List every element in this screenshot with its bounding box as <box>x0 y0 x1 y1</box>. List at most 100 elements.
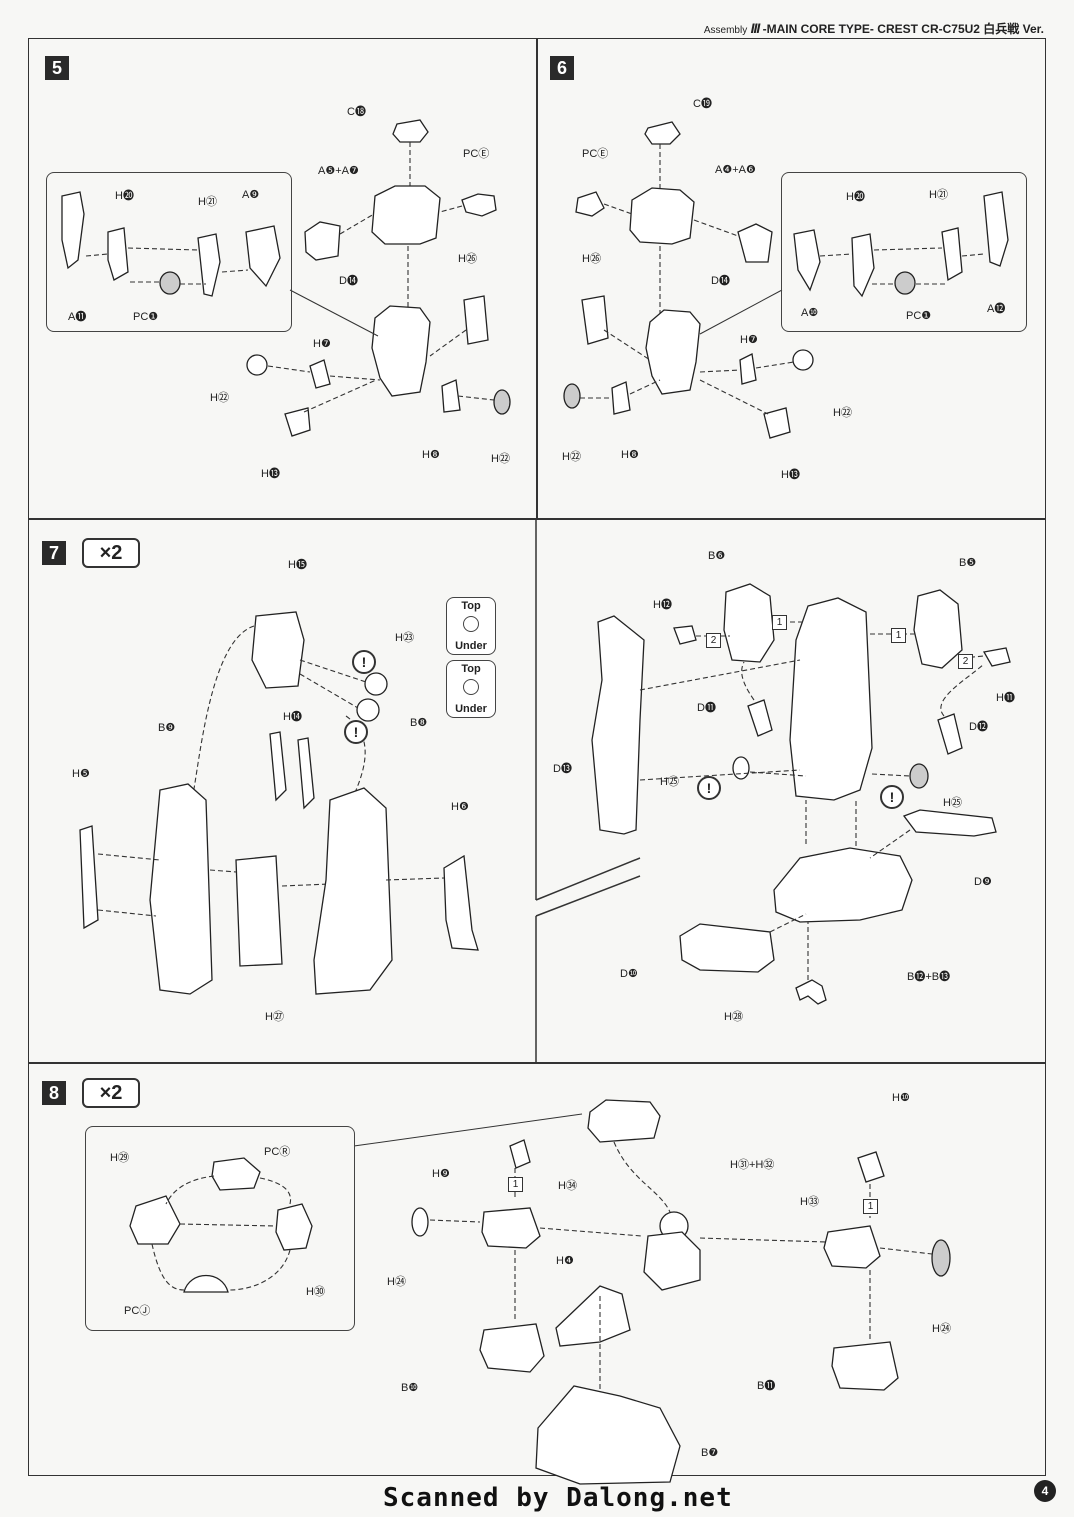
label-h25b: H㉕ <box>943 797 962 809</box>
label-h33: H㉝ <box>800 1196 819 1208</box>
label-h29: H㉙ <box>110 1152 129 1164</box>
scan-credit: Scanned by Dalong.net <box>383 1483 733 1513</box>
order-number-1: 1 <box>508 1177 523 1192</box>
label-h13-6: H⓭ <box>781 469 800 481</box>
caution-icon: ! <box>697 776 721 800</box>
callout-top-under-1: Top Under <box>446 597 496 655</box>
label-h28: H㉘ <box>724 1011 743 1023</box>
label-d14-6: D⓮ <box>711 275 730 287</box>
alignment-dot-icon <box>463 679 479 695</box>
label-pcj: PCⒿ <box>124 1305 151 1317</box>
label-h6: H❻ <box>451 801 469 813</box>
callout-under-2: Under <box>455 703 487 715</box>
caution-icon: ! <box>880 785 904 809</box>
step7-multiplier: ×2 <box>82 538 140 568</box>
label-pce: PCⒺ <box>463 148 490 160</box>
label-a5a7: A❺+A❼ <box>318 165 359 177</box>
label-h14: H⓮ <box>283 711 302 723</box>
label-h23: H㉓ <box>395 632 414 644</box>
label-h8-6: H❽ <box>621 449 639 461</box>
step-number-5: 5 <box>45 56 69 80</box>
panel-step-5 <box>28 38 538 520</box>
label-h9: H❾ <box>432 1168 450 1180</box>
label-h34: H㉞ <box>558 1180 577 1192</box>
label-b8: B❽ <box>410 717 428 729</box>
label-b5: B❺ <box>959 557 977 569</box>
label-h24a: H㉔ <box>387 1276 406 1288</box>
inset-step6 <box>781 172 1027 332</box>
label-b9: B❾ <box>158 722 176 734</box>
step-number-8: 8 <box>42 1081 66 1105</box>
label-d11: D⓫ <box>697 702 716 714</box>
page-header: Assembly III -MAIN CORE TYPE- CREST CR-C… <box>704 20 1044 37</box>
label-h25a: H㉕ <box>660 776 679 788</box>
callout-under-1: Under <box>455 640 487 652</box>
label-pc1: PC❶ <box>133 311 159 323</box>
label-c19: C⓳ <box>693 98 712 110</box>
order-number-1: 1 <box>891 628 906 643</box>
header-prefix: Assembly <box>703 25 748 36</box>
order-number-1: 1 <box>772 615 787 630</box>
label-d14: D⓮ <box>339 275 358 287</box>
panel-step-6 <box>536 38 1046 520</box>
panel-step-7 <box>28 518 1046 1064</box>
label-b11: B⓫ <box>757 1380 776 1392</box>
label-h5: H❺ <box>72 768 90 780</box>
step5-parts <box>61 119 511 437</box>
label-pc1-6: PC❶ <box>906 310 932 322</box>
step6-parts <box>563 121 1009 439</box>
panel-step-8 <box>28 1062 1046 1476</box>
label-a11: A⓫ <box>68 311 87 323</box>
step7-left-parts <box>79 611 479 995</box>
label-d13: D⓭ <box>553 763 572 775</box>
alignment-dot-icon <box>463 616 479 632</box>
header-roman: III <box>750 20 761 36</box>
callout-top-under-2: Top Under <box>446 660 496 718</box>
inset-step8 <box>85 1126 355 1331</box>
label-h15: H⓯ <box>288 559 307 571</box>
label-h26: H㉖ <box>458 253 477 265</box>
callout-top-1: Top <box>461 600 481 612</box>
caution-icon: ! <box>344 720 368 744</box>
label-c18: C⓲ <box>347 106 366 118</box>
order-number-2: 2 <box>706 633 721 648</box>
label-d10: D❿ <box>620 968 638 980</box>
label-h11: H⓫ <box>996 692 1015 704</box>
label-b10: B❿ <box>401 1382 419 1394</box>
label-h24b: H㉔ <box>932 1323 951 1335</box>
label-b7: B❼ <box>701 1447 719 1459</box>
label-a10: A❿ <box>801 307 819 319</box>
label-h30: H㉚ <box>306 1286 325 1298</box>
step8-multiplier: ×2 <box>82 1078 140 1108</box>
page-number: 4 <box>1034 1480 1056 1502</box>
label-a12: A⓬ <box>987 303 1006 315</box>
label-h4: H❹ <box>556 1255 574 1267</box>
label-h22a-6: H㉒ <box>833 407 852 419</box>
label-a9: A❾ <box>242 189 260 201</box>
order-number-1: 1 <box>863 1199 878 1214</box>
step-number-7: 7 <box>42 541 66 565</box>
label-h31h32: H㉛+H㉜ <box>730 1159 775 1171</box>
label-h10: H❿ <box>892 1092 910 1104</box>
label-h26-6: H㉖ <box>582 253 601 265</box>
inset-step5 <box>46 172 292 332</box>
step-number-6: 6 <box>550 56 574 80</box>
label-h13: H⓭ <box>261 468 280 480</box>
label-h12: H⓬ <box>653 599 672 611</box>
label-h7-6: H❼ <box>740 334 758 346</box>
label-b6: B❻ <box>708 550 726 562</box>
label-d9: D❾ <box>974 876 992 888</box>
step7-right-parts <box>591 583 1011 1005</box>
label-h22b-6: H㉒ <box>562 451 581 463</box>
header-model: CREST CR-C75U2 白兵戦 Ver. <box>877 22 1044 36</box>
label-h8: H❽ <box>422 449 440 461</box>
label-h27: H㉗ <box>265 1011 284 1023</box>
label-h22b: H㉒ <box>491 453 510 465</box>
label-a4a6: A❹+A❻ <box>715 164 756 176</box>
label-d12: D⓬ <box>969 721 988 733</box>
label-h21: H㉑ <box>198 196 217 208</box>
label-h21-6: H㉑ <box>929 189 948 201</box>
header-subtitle: -MAIN CORE TYPE- <box>762 22 874 36</box>
label-h22a: H㉒ <box>210 392 229 404</box>
